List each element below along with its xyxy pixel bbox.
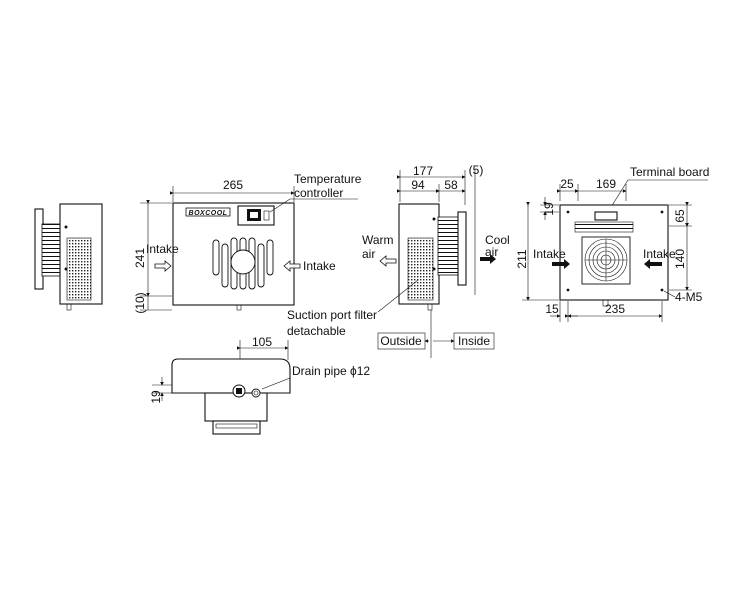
label-intake-rear-left: Intake bbox=[533, 247, 566, 261]
label-warm-air-line2: air bbox=[362, 247, 375, 261]
label-suction-filter-line1: Suction port filter bbox=[287, 308, 377, 322]
bottom-view: 105 Drain pipe ϕ12 19 bbox=[149, 335, 370, 435]
label-terminal-board: Terminal board bbox=[630, 165, 709, 179]
label-outside: Outside bbox=[380, 334, 422, 348]
dim-rear-top-offset: 25 bbox=[560, 177, 574, 191]
dim-rear-height: 211 bbox=[515, 249, 529, 268]
front-grille bbox=[212, 237, 274, 290]
label-screws: 4-M5 bbox=[675, 290, 703, 304]
fan-icon bbox=[584, 238, 628, 282]
rear-view: Terminal board 25 169 19 bbox=[515, 165, 709, 322]
center-side-view: 177 94 58 (5) Warm air Cool air Suction … bbox=[287, 163, 510, 358]
label-intake-front-right: Intake bbox=[303, 259, 336, 273]
label-intake-rear-right: Intake bbox=[643, 247, 676, 261]
label-drain-pipe: Drain pipe ϕ12 bbox=[292, 364, 370, 378]
front-view: 265 BOXCOOL 241 (10) Intake Intake bbox=[133, 172, 362, 314]
left-side-view bbox=[34, 203, 103, 311]
dim-side-gap: (5) bbox=[469, 163, 484, 177]
dim-rear-top-span: 169 bbox=[596, 177, 616, 191]
dim-rear-left-offset: 15 bbox=[545, 302, 559, 316]
label-warm-air-line1: Warm bbox=[362, 233, 394, 247]
label-suction-filter-line2: detachable bbox=[287, 324, 346, 338]
dim-front-height: 241 bbox=[133, 248, 147, 268]
label-temperature-controller-line1: Temperature bbox=[294, 172, 362, 186]
dim-drain-height: 19 bbox=[149, 390, 163, 404]
dim-side-inner: 58 bbox=[444, 178, 458, 192]
dim-side-outer: 94 bbox=[411, 178, 425, 192]
label-inside: Inside bbox=[458, 334, 490, 348]
dim-side-total: 177 bbox=[413, 164, 433, 178]
label-intake-front-left: Intake bbox=[146, 242, 179, 256]
label-cool-air-line2: air bbox=[485, 245, 498, 259]
label-temperature-controller-line2: controller bbox=[294, 186, 343, 200]
dim-rear-top-margin: 19 bbox=[542, 202, 556, 216]
dim-rear-lower: 140 bbox=[673, 249, 687, 269]
dim-rear-bottom-span: 235 bbox=[605, 302, 625, 316]
label-cool-air-line1: Cool bbox=[485, 233, 510, 247]
dim-rear-upper: 65 bbox=[673, 209, 687, 223]
dim-front-width: 265 bbox=[223, 178, 243, 192]
dim-front-base: (10) bbox=[133, 292, 147, 313]
brand-logo-text: BOXCOOL bbox=[189, 210, 228, 217]
dim-drain-offset: 105 bbox=[252, 335, 272, 349]
